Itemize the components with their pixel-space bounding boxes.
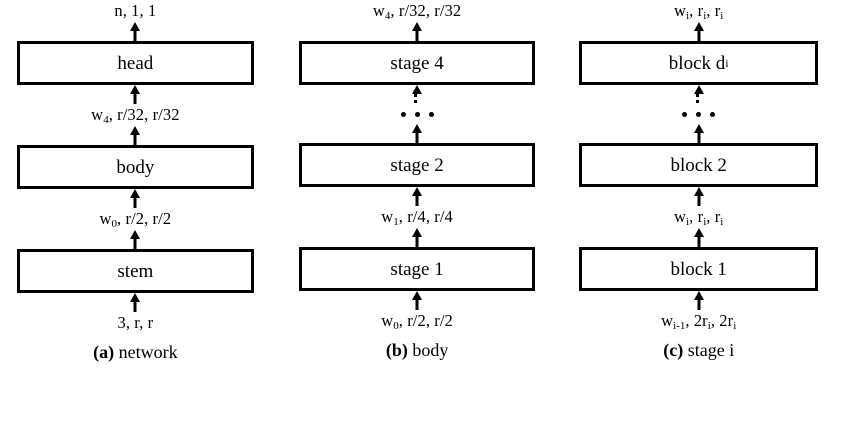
head-box: head xyxy=(17,41,254,85)
arrow-shaft xyxy=(697,131,701,143)
arrowhead-icon xyxy=(130,126,141,135)
arrow-block2-output xyxy=(693,124,705,143)
ellipsis-blocks xyxy=(682,104,716,124)
label-body-input: w0, r/2, r/2 xyxy=(381,311,453,332)
arrowhead-icon xyxy=(412,124,423,133)
label-stage-input: wi-1, 2ri, 2ri xyxy=(661,311,737,332)
label-body-output-b: w4, r/32, r/32 xyxy=(372,1,462,22)
stage-1-box: stage 1 xyxy=(298,247,536,291)
arrowhead-icon xyxy=(130,293,141,302)
arrowhead-icon xyxy=(693,187,704,196)
column-body: w4, r/32, r/32 stage 4 stage 2 w1, r/4, … xyxy=(298,0,536,362)
arrow-shaft-dotted xyxy=(695,94,702,103)
arrowhead-icon xyxy=(693,85,704,94)
arrow-shaft xyxy=(133,29,137,41)
arrow-body-to-head xyxy=(129,85,141,104)
dotted-arrow-to-blockdi xyxy=(693,85,705,104)
arrow-stage-input xyxy=(693,291,705,310)
block-2-box: block 2 xyxy=(579,143,818,187)
arrow-stage4-output xyxy=(411,22,423,41)
arrow-head-output xyxy=(129,22,141,41)
dot-icon xyxy=(710,111,716,117)
arrow-shaft xyxy=(133,133,137,145)
arrow-shaft xyxy=(697,235,701,247)
dotted-arrow-to-stage4 xyxy=(411,85,423,104)
dot-icon xyxy=(414,111,420,117)
arrow-shaft xyxy=(415,194,419,206)
dot-icon xyxy=(696,111,702,117)
stage-4-box: stage 4 xyxy=(298,41,536,85)
arrow-shaft-dotted xyxy=(414,94,420,103)
label-stage1-output: w1, r/4, r/4 xyxy=(381,207,453,228)
arrow-stem-output xyxy=(129,230,141,249)
arrow-shaft xyxy=(415,131,419,143)
column-network: n, 1, 1 head w4, r/32, r/32 body w0, r/2… xyxy=(17,0,254,364)
caption-network: (a) network xyxy=(93,342,178,362)
arrowhead-icon xyxy=(693,291,704,300)
stage-2-box: stage 2 xyxy=(298,143,536,187)
arrowhead-icon xyxy=(412,228,423,237)
arrow-stem-to-body xyxy=(129,189,141,208)
label-stage-output: wi, ri, ri xyxy=(674,1,724,22)
arrowhead-icon xyxy=(412,85,423,94)
arrowhead-icon xyxy=(412,22,423,31)
arrowhead-icon xyxy=(130,230,141,239)
arrowhead-icon xyxy=(130,85,141,94)
label-body-output: w4, r/32, r/32 xyxy=(91,105,180,126)
arrowhead-icon xyxy=(693,124,704,133)
arrowhead-icon xyxy=(412,187,423,196)
label-network-input: 3, r, r xyxy=(117,313,154,332)
arrow-block1-to-block2 xyxy=(693,187,705,206)
arrow-body-output xyxy=(129,126,141,145)
arrow-network-input xyxy=(129,293,141,312)
arrow-shaft xyxy=(697,298,701,310)
label-stem-output: w0, r/2, r/2 xyxy=(99,209,172,230)
dot-icon xyxy=(428,111,434,117)
arrowhead-icon xyxy=(693,228,704,237)
arrow-stage1-output xyxy=(411,228,423,247)
caption-stage-i: (c) stage i xyxy=(663,340,735,360)
block-1-box: block 1 xyxy=(579,247,818,291)
arrow-block1-output xyxy=(693,228,705,247)
caption-body: (b) body xyxy=(385,340,449,360)
arrow-stage1-to-stage2 xyxy=(411,187,423,206)
arrowhead-icon xyxy=(412,291,423,300)
dot-icon xyxy=(682,111,688,117)
arrow-shaft xyxy=(415,298,419,310)
stem-box: stem xyxy=(17,249,254,293)
arrow-shaft xyxy=(415,29,419,41)
body-box: body xyxy=(17,145,254,189)
arrow-shaft xyxy=(133,300,137,312)
ellipsis-stages xyxy=(400,104,434,124)
arrow-stage2-output xyxy=(411,124,423,143)
arrowhead-icon xyxy=(130,22,141,31)
arrow-shaft xyxy=(697,194,701,206)
dot-icon xyxy=(400,111,406,117)
arrow-blockdi-output xyxy=(693,22,705,41)
arrow-shaft xyxy=(697,29,701,41)
arrow-shaft xyxy=(133,237,137,249)
arrowhead-icon xyxy=(130,189,141,198)
arrow-shaft xyxy=(415,235,419,247)
arrow-shaft xyxy=(133,196,137,208)
arrowhead-icon xyxy=(693,22,704,31)
arrow-body-input xyxy=(411,291,423,310)
label-block1-output: wi, ri, ri xyxy=(674,207,724,228)
arrow-shaft xyxy=(133,92,137,104)
label-network-output: n, 1, 1 xyxy=(114,1,157,20)
